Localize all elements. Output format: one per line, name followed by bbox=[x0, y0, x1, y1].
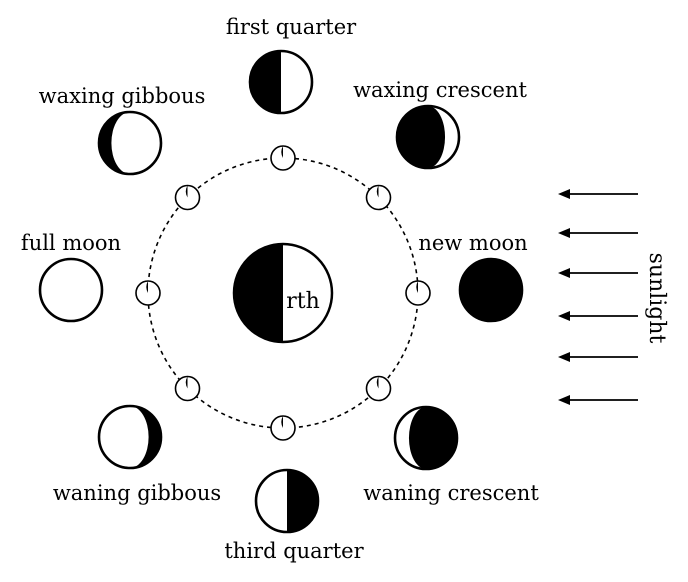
orbit-moon-8 bbox=[176, 186, 200, 210]
moon-third-quarter bbox=[256, 470, 318, 532]
sunlight-arrow bbox=[558, 311, 638, 321]
earth-label: rth bbox=[286, 289, 320, 314]
arrow-head bbox=[558, 189, 570, 199]
earth: rth bbox=[234, 244, 332, 342]
sunlight-arrow bbox=[558, 268, 638, 278]
orbit-moon-3 bbox=[406, 281, 430, 305]
orbit-moon-4 bbox=[367, 377, 391, 401]
orbit-moon-1 bbox=[271, 146, 295, 170]
orbit-moon-5 bbox=[271, 416, 295, 440]
moon-new-moon bbox=[460, 259, 522, 321]
moon-first-quarter bbox=[250, 51, 312, 113]
sunlight-arrow bbox=[558, 228, 638, 238]
earth-night-side bbox=[234, 244, 283, 342]
moon-waxing-gibbous bbox=[99, 112, 161, 174]
sunlight-arrow bbox=[558, 352, 638, 362]
moon-waning-gibbous bbox=[99, 406, 161, 468]
moon-waxing-crescent bbox=[397, 106, 459, 168]
label-first-quarter: first quarter bbox=[226, 15, 357, 39]
moon-full-moon-disc bbox=[40, 259, 102, 321]
label-third-quarter: third quarter bbox=[224, 539, 364, 563]
arrow-head bbox=[558, 395, 570, 405]
arrow-head bbox=[558, 228, 570, 238]
moon-full-moon bbox=[40, 259, 102, 321]
arrow-head bbox=[558, 268, 570, 278]
moon-first-quarter-shadow bbox=[250, 51, 281, 113]
label-waning-crescent: waning crescent bbox=[363, 481, 539, 505]
sunlight-arrow bbox=[558, 395, 638, 405]
moon-third-quarter-shadow bbox=[287, 470, 318, 532]
label-new-moon: new moon bbox=[418, 231, 527, 255]
label-full-moon: full moon bbox=[21, 231, 121, 255]
arrow-head bbox=[558, 352, 570, 362]
moon-new-moon-disc bbox=[460, 259, 522, 321]
arrow-head bbox=[558, 311, 570, 321]
sunlight-arrows bbox=[558, 189, 638, 405]
sunlight-label: sunlight bbox=[644, 253, 669, 344]
orbit-moon-2 bbox=[367, 186, 391, 210]
label-waxing-gibbous: waxing gibbous bbox=[39, 84, 206, 108]
moon-waning-crescent bbox=[395, 407, 457, 469]
orbit-moon-7 bbox=[136, 281, 160, 305]
label-waxing-crescent: waxing crescent bbox=[353, 78, 527, 102]
orbit-moon-6 bbox=[176, 377, 200, 401]
sunlight-arrow bbox=[558, 189, 638, 199]
label-waning-gibbous: waning gibbous bbox=[53, 481, 221, 505]
